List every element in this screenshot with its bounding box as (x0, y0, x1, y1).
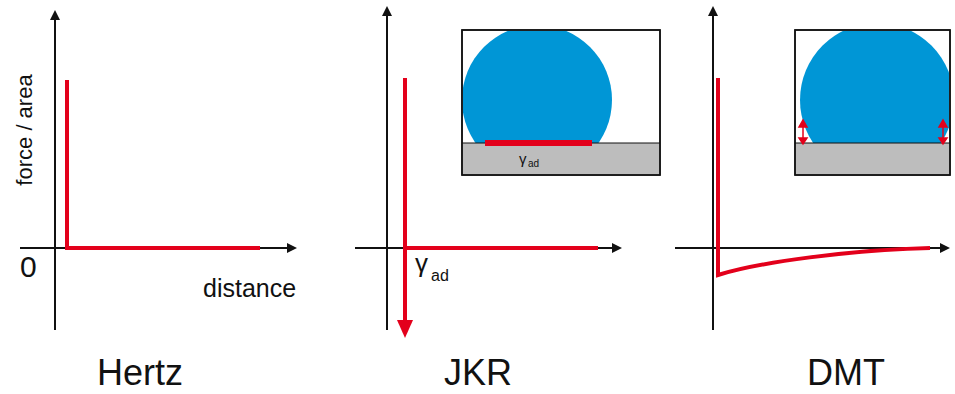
symbol-subscript: ad (528, 159, 539, 169)
panel-title: DMT (807, 355, 885, 391)
symbol-subscript: ad (431, 268, 449, 284)
axis-label: force / area (14, 74, 36, 185)
symbol-label: γ (519, 151, 527, 166)
panel-title: JKR (444, 355, 512, 391)
symbol-label: γ (415, 250, 428, 276)
origin-label: 0 (20, 252, 37, 282)
panel-title: Hertz (97, 355, 183, 391)
jkr-plot (355, 8, 660, 338)
dmt-plot (675, 8, 954, 330)
axis-label: distance (203, 276, 296, 301)
